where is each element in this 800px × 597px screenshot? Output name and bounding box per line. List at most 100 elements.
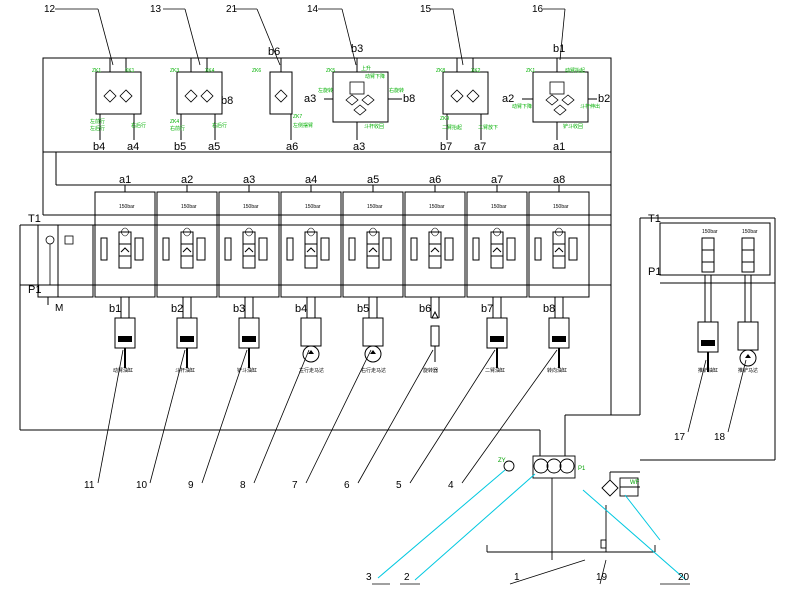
p14-b: 斗杆收回 [364,123,384,130]
p15-b2: 二臂抬起 [442,124,462,131]
actuator-8-piston-icon [552,336,566,342]
callout-number: 17 [674,432,686,443]
spool-arrow-icon [306,247,316,253]
spring-icon [430,227,440,237]
callout-16: 16 [532,4,544,15]
bottom-leaders-black [372,559,690,585]
check-valve [100,237,108,261]
valve-spool [118,231,132,269]
aux-section-1: 150bar 推铲油缸 17 [674,229,719,443]
valve-spool [490,231,504,269]
bottom-leaders [377,469,687,581]
aux-actuator-2-arrow-icon [745,354,751,358]
actuator-4-motor-icon [302,345,320,363]
actuator-2-piston-icon [180,336,194,342]
actuator-4-body [300,317,322,347]
p15-b1: ZK9 [440,116,449,122]
pump-tag: ZY [498,458,506,464]
callout-number: 11 [84,480,95,491]
port-top: a7 [491,174,503,186]
port-bot: b2 [171,303,183,315]
port-bot: b8 [543,303,555,315]
check-valve [534,237,542,261]
marker-m: M [55,303,63,314]
inlet-relief [45,235,74,285]
pilot-frame [42,57,612,416]
p16-t2: 动臂抬起 [565,67,585,74]
callout-number: 4 [448,480,454,491]
p15-b: b7 [440,141,452,153]
p16-b: 铲斗收回 [563,123,583,130]
relief-label: 150bar [243,204,259,210]
p12-t2: XK1 [125,68,135,74]
callout-leader [357,349,434,484]
callout-leader [461,349,558,484]
p13-r: 右后行 [212,122,227,129]
actuator-caption: 转向油缸 [547,367,567,374]
callout-leader [727,359,747,433]
relief-label: 150bar [429,204,445,210]
callout-number: 18 [714,432,726,443]
spring-icon [368,227,378,237]
callout-3: 3 [366,572,372,583]
relief-label: 150bar [305,204,321,210]
pilot-valve-21: b6 ZK6 ZK7 左侧摆臂 a6 [252,46,313,153]
valve-spool [366,231,380,269]
pilot-valve-12: ZK1 XK1 左前行 左后行 右后行 b4 a4 [90,58,146,153]
actuator-8-body [548,317,570,349]
return-filter [601,471,640,497]
callout-leader [409,349,496,484]
p12-a: a4 [127,141,139,153]
actuator-5-arrow-icon [370,350,376,354]
p14-right: b8 [403,93,415,105]
relief-valve [382,237,392,261]
p13-t2: XK4 [205,68,215,74]
port-top: a6 [429,174,441,186]
actuator-7-body [486,317,508,349]
callout-leader [201,349,248,484]
p16-bot: a1 [553,141,565,153]
p14-top: b3 [351,43,363,55]
p14-bot: a3 [353,141,365,153]
p15-t1: ZK8 [436,68,445,74]
p15-r: 二臂放下 [478,124,498,131]
callout-number: 7 [292,480,298,491]
actuator-1-body [114,317,136,349]
p15-t2: XK2 [471,68,481,74]
tank-line-label: T1 [28,213,41,225]
pilot-valve-13: ZK3 XK4 ZK4 右前行 右后行 b8 b5 a5 [170,58,233,153]
spring-icon [244,227,254,237]
callout-leader [687,359,707,433]
spool-arrow-icon [554,247,564,253]
relief-label: 150bar [491,204,507,210]
relief-valve [134,237,144,261]
p12-l2: 左后行 [90,125,105,132]
actuator-caption: 斗杆油缸 [175,367,195,374]
actuator-caption: 二臂油缸 [485,367,505,374]
spool-arrow-icon [120,247,130,253]
p21-b1: ZK7 [293,114,302,120]
valve-bank-frame [19,224,611,456]
p14-t3: 动臂下降 [365,73,385,80]
callout-12: 12 [44,4,56,15]
callout-21: 21 [226,4,238,15]
aux-spool [741,237,755,273]
p12-b: b4 [93,141,105,153]
actuator-caption: 推铲油缸 [698,367,718,374]
callout-leader [149,349,186,484]
actuator-caption: 推铲马达 [738,367,758,374]
callout-20: 20 [678,572,690,583]
relief-valve [320,237,330,261]
actuator-4-arrow-icon [308,350,314,354]
port-bot: b7 [481,303,493,315]
relief-label: 150bar [702,229,718,235]
spring-icon [492,227,502,237]
callout-number: 8 [240,480,246,491]
check-valve [472,237,480,261]
valve-spool [428,231,442,269]
